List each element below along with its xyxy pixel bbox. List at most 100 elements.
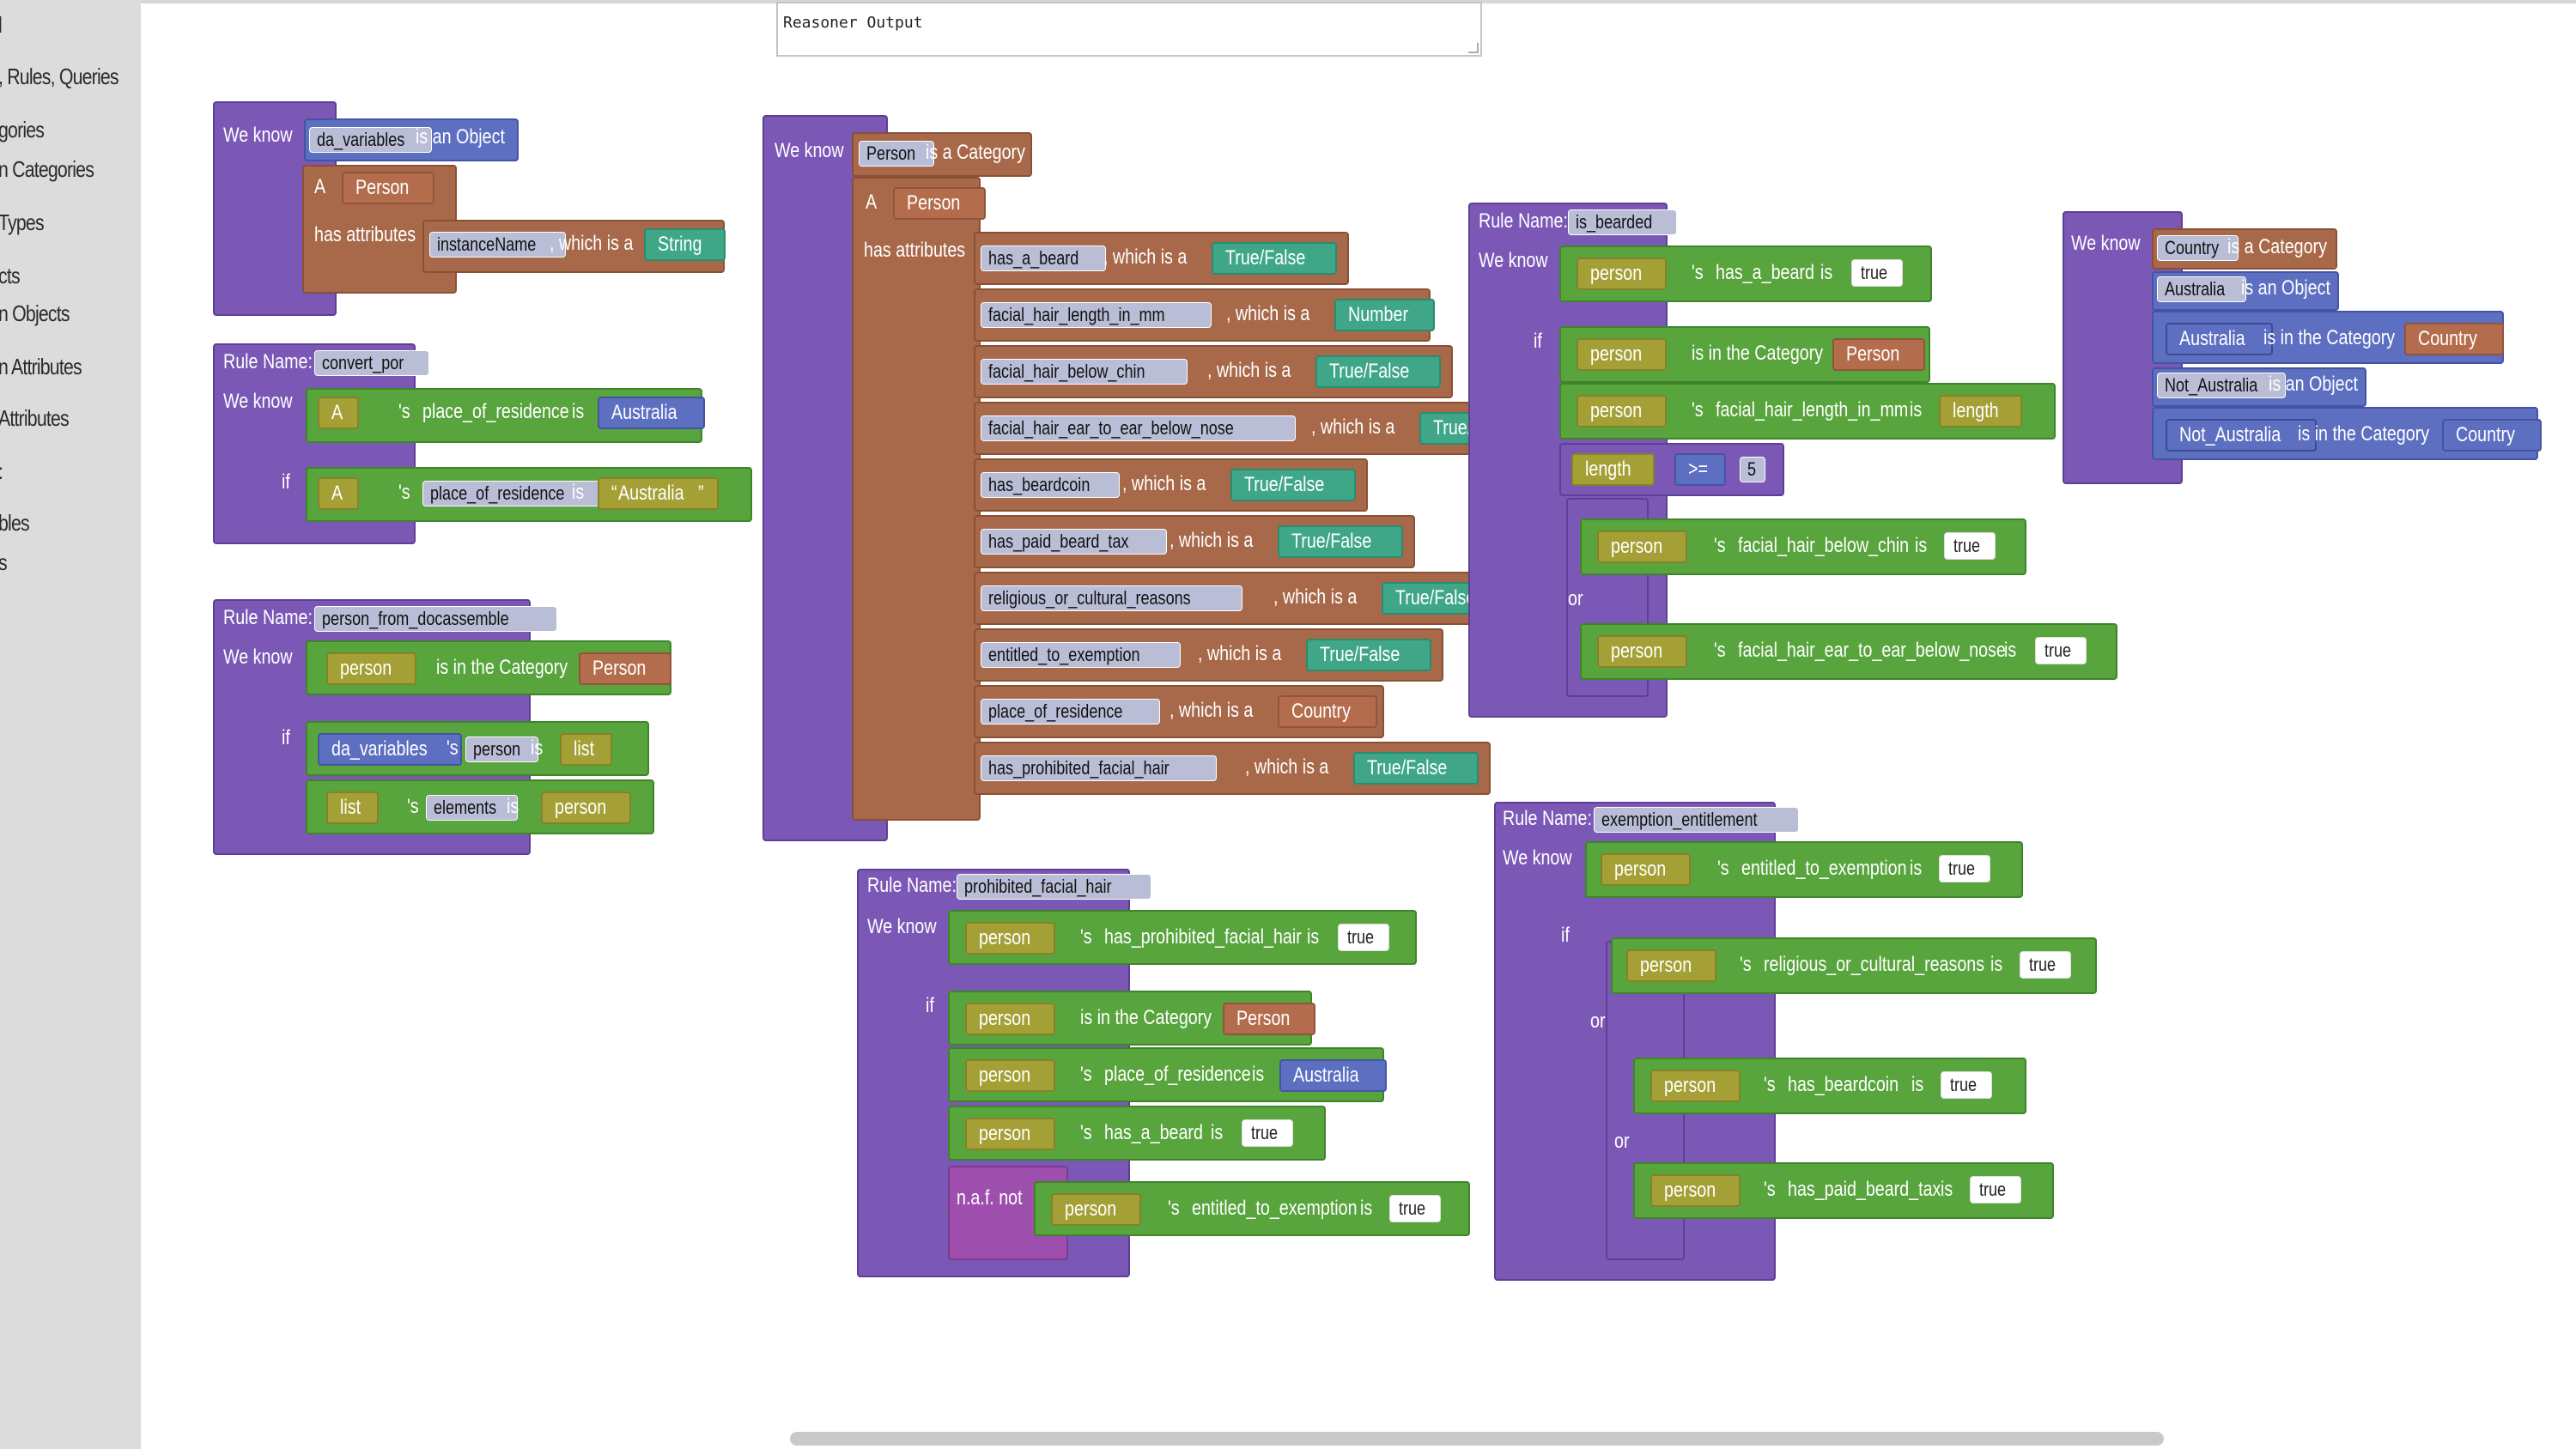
boolean-dropdown[interactable]: true — [2035, 637, 2087, 664]
sidebar-item[interactable]: cts — [0, 263, 21, 288]
category-attributes-body[interactable] — [852, 177, 981, 821]
attribute-type-value[interactable]: True/False — [1278, 525, 1403, 558]
rule-name-field[interactable]: exemption_entitlement — [1594, 807, 1800, 833]
rule-name-field[interactable]: person_from_docassemble — [314, 606, 558, 632]
operator-dropdown[interactable]: >= — [1674, 453, 1727, 486]
value-pill[interactable]: Australia — [598, 397, 706, 429]
sidebar-item[interactable]: n Attributes — [0, 354, 82, 379]
variable-pill[interactable]: person — [1051, 1193, 1142, 1226]
variable-pill[interactable]: A — [318, 397, 360, 429]
attribute-name-field[interactable]: has_a_beard — [981, 246, 1107, 271]
variable-pill[interactable]: length — [1939, 395, 2023, 427]
boolean-dropdown[interactable]: true — [1389, 1195, 1441, 1222]
boolean-dropdown[interactable]: true — [1941, 1071, 1992, 1099]
rule-name-field[interactable]: prohibited_facial_hair — [957, 874, 1152, 900]
boolean-dropdown[interactable]: true — [1970, 1176, 2021, 1203]
attribute-type-value[interactable]: True/False — [1230, 469, 1356, 501]
attribute-field[interactable]: person — [465, 737, 539, 762]
sidebar-item[interactable]: s — [0, 549, 8, 576]
variable-pill[interactable]: person — [965, 1059, 1056, 1092]
object-name-field[interactable]: Australia — [2157, 276, 2246, 302]
sidebar-item[interactable]: l — [0, 12, 3, 39]
attribute-type-value[interactable]: Number — [1334, 299, 1436, 331]
attribute-type-value[interactable]: True/False — [1353, 752, 1479, 785]
attribute-name-field[interactable]: facial_hair_ear_to_ear_below_nose — [981, 415, 1296, 441]
attribute-type-value[interactable]: True/False — [1306, 639, 1431, 671]
attribute-type-value[interactable]: Country — [1278, 695, 1378, 728]
variable-pill[interactable]: list — [560, 733, 613, 766]
boolean-dropdown[interactable]: true — [1944, 532, 1996, 560]
attribute-type-value[interactable]: True/False — [1315, 355, 1441, 388]
sidebar-item[interactable]: n Objects — [0, 300, 70, 326]
string-literal-pill[interactable]: “Australia” — [598, 477, 720, 510]
if-condition[interactable] — [948, 1047, 1384, 1102]
boolean-dropdown[interactable]: true — [1851, 259, 1903, 287]
category-value[interactable]: Person — [1223, 1003, 1316, 1035]
sidebar-item[interactable]: gories — [0, 117, 45, 142]
variable-pill[interactable]: person — [541, 791, 632, 824]
variable-pill[interactable]: person — [1597, 635, 1688, 668]
variable-pill[interactable]: length — [1571, 453, 1656, 486]
sidebar-item[interactable]: , Rules, Queries — [0, 64, 119, 89]
category-value[interactable]: Person — [579, 652, 672, 685]
attribute-name-field[interactable]: has_prohibited_facial_hair — [981, 755, 1217, 781]
variable-pill[interactable]: A — [318, 477, 360, 510]
variable-pill[interactable]: person — [1650, 1070, 1741, 1102]
boolean-dropdown[interactable]: true — [1242, 1119, 1293, 1147]
category-name-field[interactable]: Person — [859, 141, 934, 167]
attribute-name-field[interactable]: facial_hair_below_chin — [981, 359, 1188, 385]
variable-pill[interactable]: person — [1626, 949, 1717, 982]
category-value[interactable]: Country — [2442, 419, 2543, 452]
attribute-label: entitled_to_exemption — [1192, 1197, 1358, 1220]
object-name-field[interactable]: Not_Australia — [2157, 373, 2287, 398]
sidebar-item[interactable]: bles — [0, 510, 30, 536]
sidebar-item[interactable]: n Categories — [0, 156, 94, 182]
attribute-name-field[interactable]: has_paid_beard_tax — [981, 529, 1168, 555]
attribute-field[interactable]: elements — [426, 795, 519, 821]
variable-pill[interactable]: person — [1650, 1174, 1741, 1207]
object-value-pill[interactable]: da_variables — [318, 733, 463, 766]
attribute-name-field[interactable]: instanceName — [429, 232, 566, 258]
attribute-name-field[interactable]: entitled_to_exemption — [981, 642, 1182, 668]
rule-name-field[interactable]: is_bearded — [1568, 209, 1677, 235]
attribute-name-field[interactable]: place_of_residence — [981, 699, 1160, 724]
attribute-label: has_a_beard — [1104, 1121, 1203, 1144]
attribute-field[interactable]: place_of_residence — [422, 481, 602, 506]
sidebar-item[interactable]: Attributes — [0, 405, 70, 431]
sidebar-item[interactable]: : — [0, 458, 3, 485]
rule-name-field[interactable]: convert_por — [314, 350, 430, 376]
category-value[interactable]: Person — [1832, 338, 1926, 371]
object-name-field[interactable]: da_variables — [309, 127, 432, 153]
variable-pill[interactable]: person — [326, 652, 417, 685]
variable-pill[interactable]: person — [965, 1118, 1056, 1150]
reasoner-output-textarea[interactable]: Reasoner Output — [776, 2, 1482, 57]
variable-pill[interactable]: person — [1577, 395, 1668, 427]
type-value[interactable]: Person — [342, 172, 435, 204]
variable-pill[interactable]: person — [1597, 530, 1688, 563]
variable-pill[interactable]: person — [1577, 258, 1668, 290]
variable-pill[interactable]: person — [1601, 853, 1692, 886]
attribute-type-value[interactable]: String — [644, 228, 726, 261]
horizontal-scrollbar[interactable] — [790, 1432, 2164, 1446]
variable-pill[interactable]: list — [326, 791, 380, 824]
boolean-dropdown[interactable]: true — [2020, 951, 2071, 979]
category-value[interactable]: Country — [2404, 323, 2505, 355]
attribute-type-value[interactable]: True/False — [1212, 242, 1337, 275]
object-value-pill[interactable]: Australia — [2166, 323, 2274, 355]
attribute-name-field[interactable]: has_beardcoin — [981, 472, 1121, 498]
type-value[interactable]: Person — [893, 187, 987, 220]
boolean-dropdown[interactable]: true — [1338, 924, 1389, 951]
attribute-name-field[interactable]: facial_hair_length_in_mm — [981, 302, 1212, 328]
variable-pill[interactable]: person — [965, 922, 1056, 955]
number-field[interactable]: 5 — [1740, 457, 1766, 482]
boolean-dropdown[interactable]: true — [1939, 855, 1990, 882]
variable-pill[interactable]: person — [1577, 338, 1668, 371]
category-name-field[interactable]: Country — [2157, 235, 2239, 261]
variable-pill[interactable]: person — [965, 1003, 1056, 1035]
value-pill[interactable]: Australia — [1279, 1059, 1388, 1092]
resize-grip-icon[interactable] — [1468, 43, 1479, 53]
sidebar-item[interactable]: Types — [0, 209, 45, 235]
attribute-name-field[interactable]: religious_or_cultural_reasons — [981, 585, 1243, 611]
which-is-a-label: , which is a — [1170, 699, 1254, 722]
object-value-pill[interactable]: Not_Australia — [2166, 419, 2318, 452]
